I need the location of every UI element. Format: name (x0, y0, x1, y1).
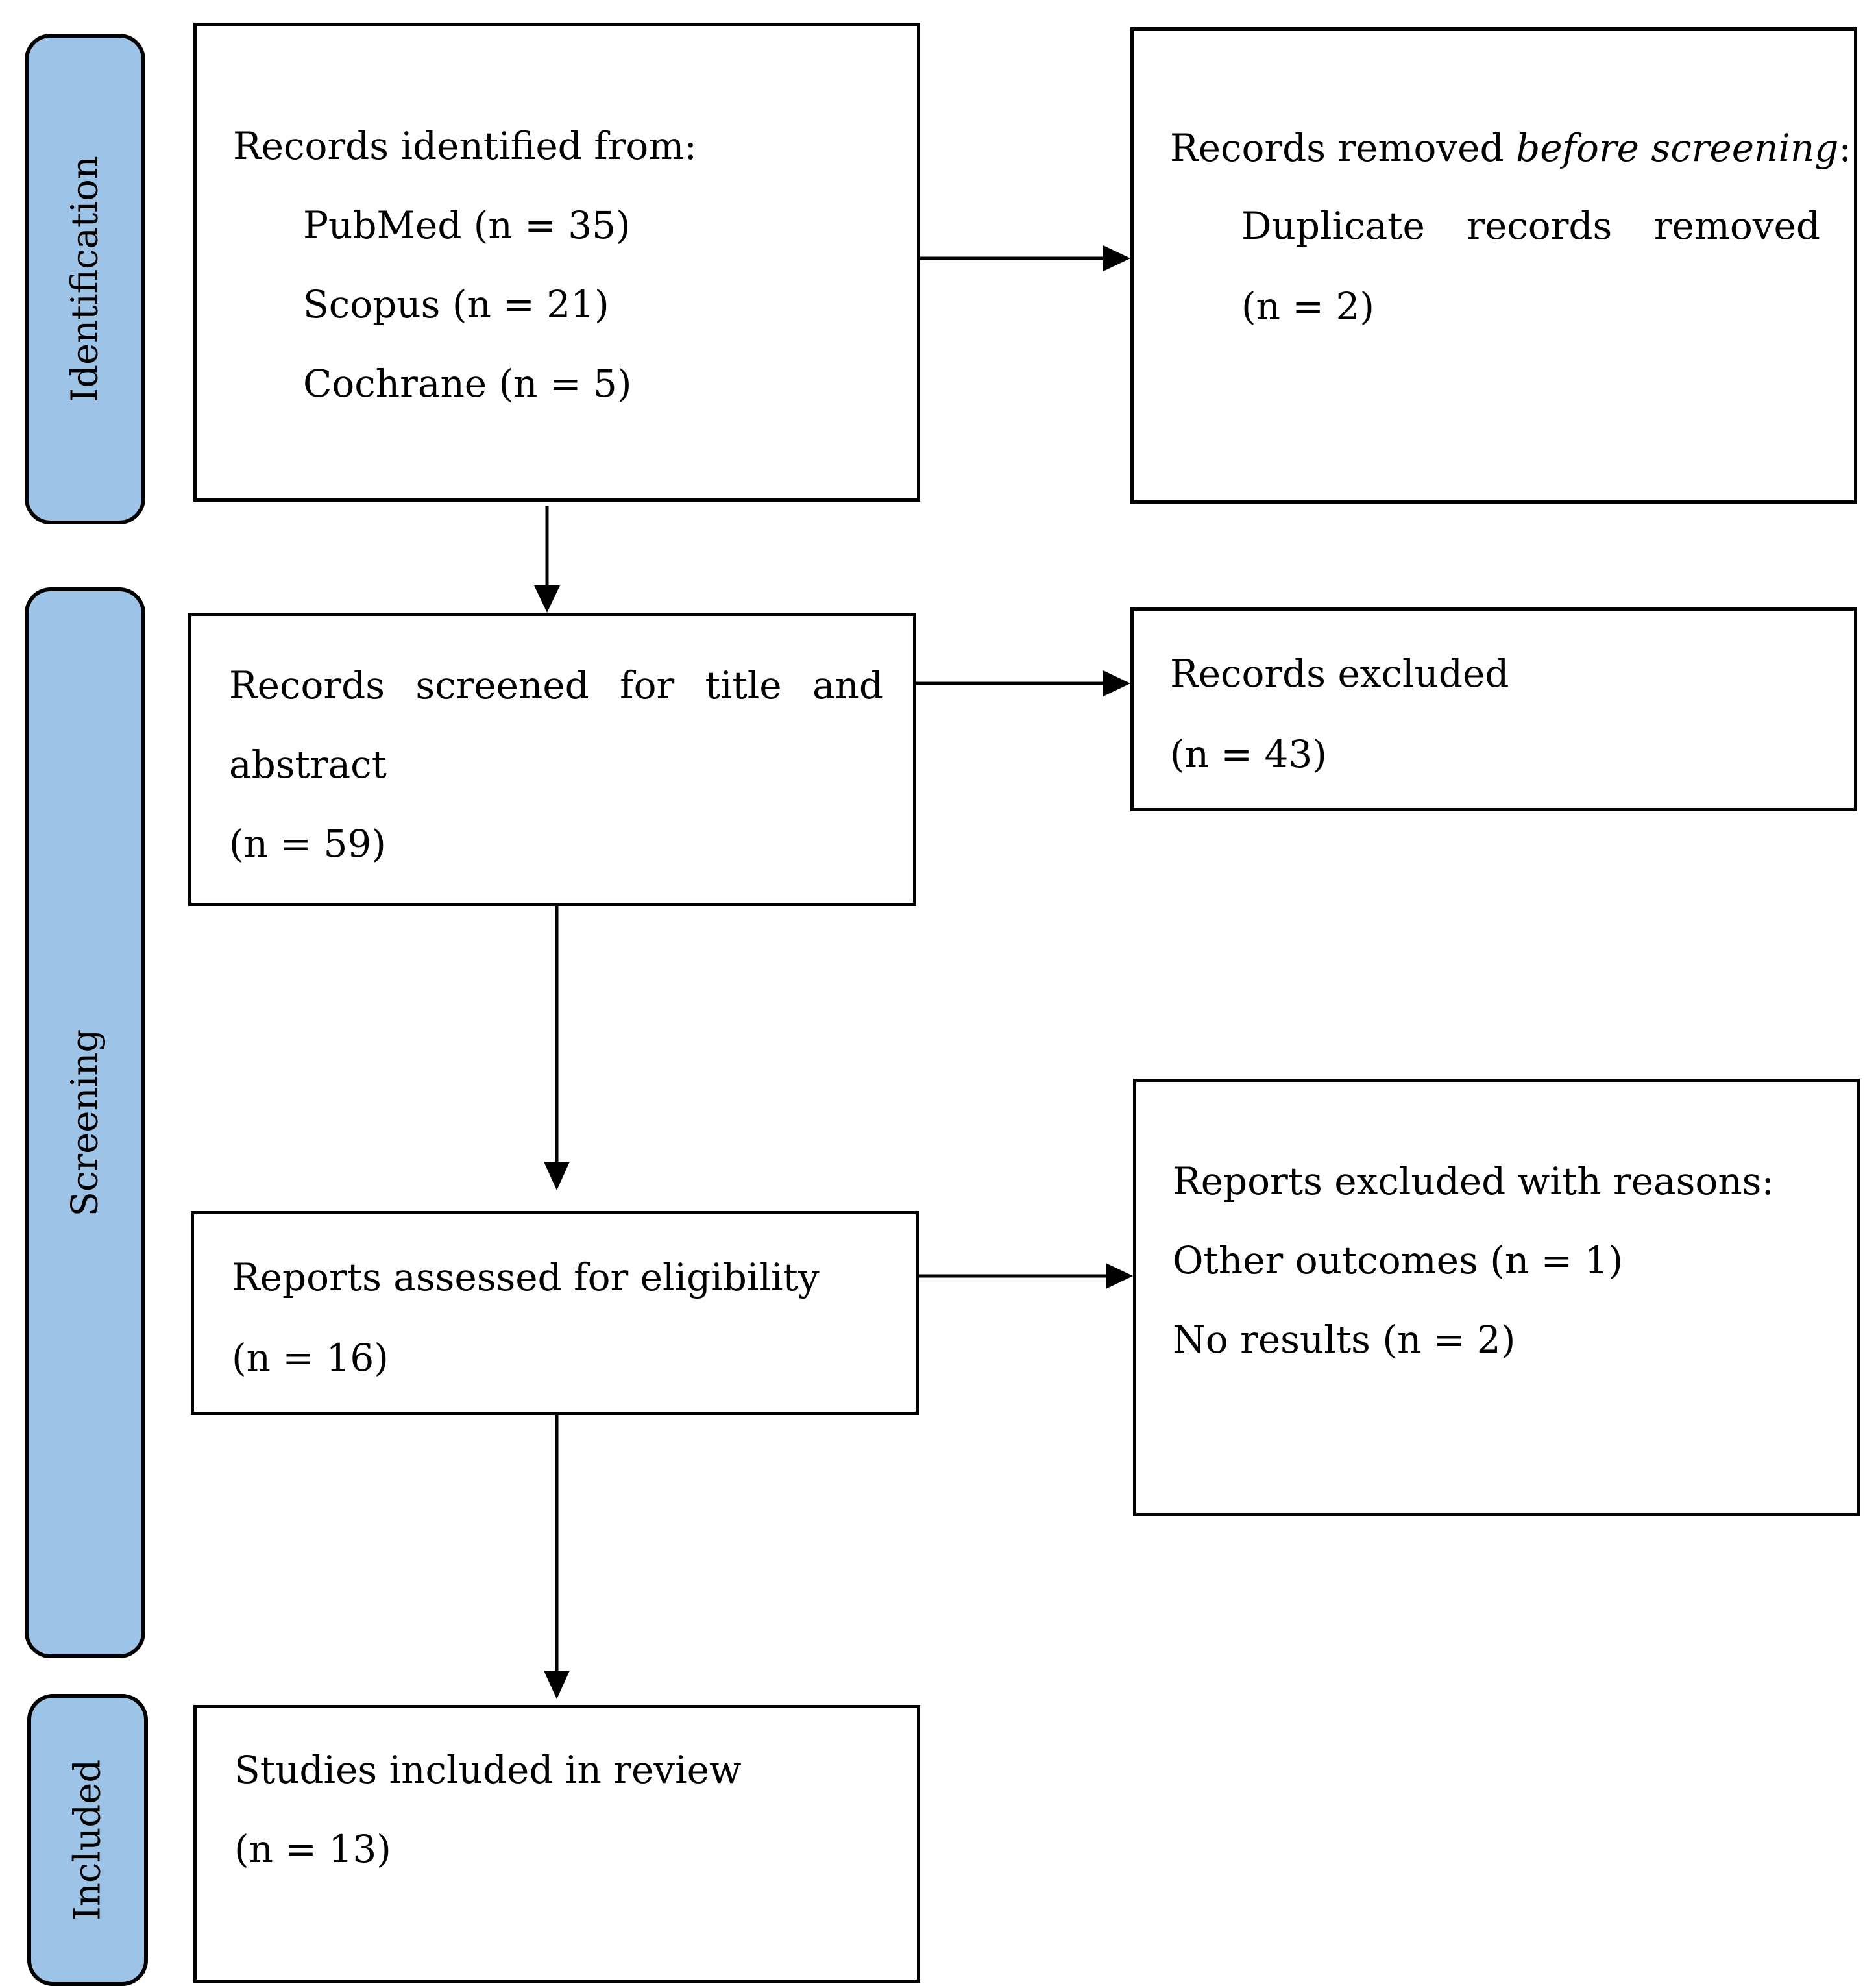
arrowhead-right (1103, 670, 1130, 696)
records-excluded-label: Records excluded (1170, 652, 1509, 696)
duplicates-word: records (1467, 204, 1613, 248)
duplicates-line: Duplicate records removed (1241, 207, 1820, 245)
duplicates-word: removed (1653, 204, 1820, 248)
screened-count: (n = 59) (229, 822, 386, 866)
reason-other-outcomes: Other outcomes (n = 1) (1173, 1238, 1624, 1282)
records-excluded-box: Records excluded (n = 43) (1130, 607, 1857, 811)
records-removed-heading-suffix: : (1838, 126, 1851, 170)
source-pubmed: PubMed (n = 35) (303, 203, 631, 247)
records-removed-heading-prefix: Records removed (1170, 126, 1517, 170)
records-excluded-count: (n = 43) (1170, 732, 1327, 776)
records-screened-box: Records screened for title and abstract … (188, 613, 916, 906)
studies-included-count: (n = 13) (234, 1827, 391, 1871)
arrowhead-right (1103, 245, 1130, 271)
screened-word: for (620, 663, 675, 707)
reports-assessed-label: Reports assessed for eligibility (232, 1255, 820, 1299)
reports-assessed-count: (n = 16) (232, 1336, 389, 1380)
arrowhead-down (544, 1671, 570, 1699)
studies-included-box: Studies included in review (n = 13) (193, 1705, 920, 1983)
records-identified-box: Records identified from: PubMed (n = 35)… (193, 23, 920, 502)
reason-no-results: No results (n = 2) (1173, 1318, 1516, 1362)
screened-line: Records screened for title and (229, 667, 883, 704)
reports-excluded-box: Reports excluded with reasons: Other out… (1133, 1079, 1860, 1516)
screened-word: and (812, 663, 883, 707)
records-identified-heading: Records identified from: (233, 124, 697, 168)
arrowhead-down (544, 1162, 570, 1190)
duplicates-word: Duplicate (1241, 204, 1425, 248)
screened-word: Records (229, 663, 385, 707)
phase-screening: Screening (25, 587, 145, 1658)
source-scopus: Scopus (n = 21) (303, 282, 609, 326)
screened-line-2: abstract (229, 742, 387, 787)
arrowhead-down (534, 585, 560, 613)
duplicates-count: (n = 2) (1241, 284, 1374, 328)
screened-word: title (705, 663, 782, 707)
records-removed-heading: Records removed before screening: (1170, 129, 1851, 167)
source-cochrane: Cochrane (n = 5) (303, 362, 632, 406)
studies-included-label: Studies included in review (234, 1748, 742, 1792)
arrowhead-right (1106, 1263, 1133, 1289)
records-removed-box: Records removed before screening: Duplic… (1130, 27, 1857, 504)
phase-identification: Identification (25, 34, 145, 524)
screened-word: screened (415, 663, 589, 707)
records-removed-heading-italic: before screening (1516, 126, 1839, 170)
reports-excluded-heading: Reports excluded with reasons: (1173, 1159, 1774, 1203)
reports-assessed-box: Reports assessed for eligibility (n = 16… (191, 1211, 919, 1415)
